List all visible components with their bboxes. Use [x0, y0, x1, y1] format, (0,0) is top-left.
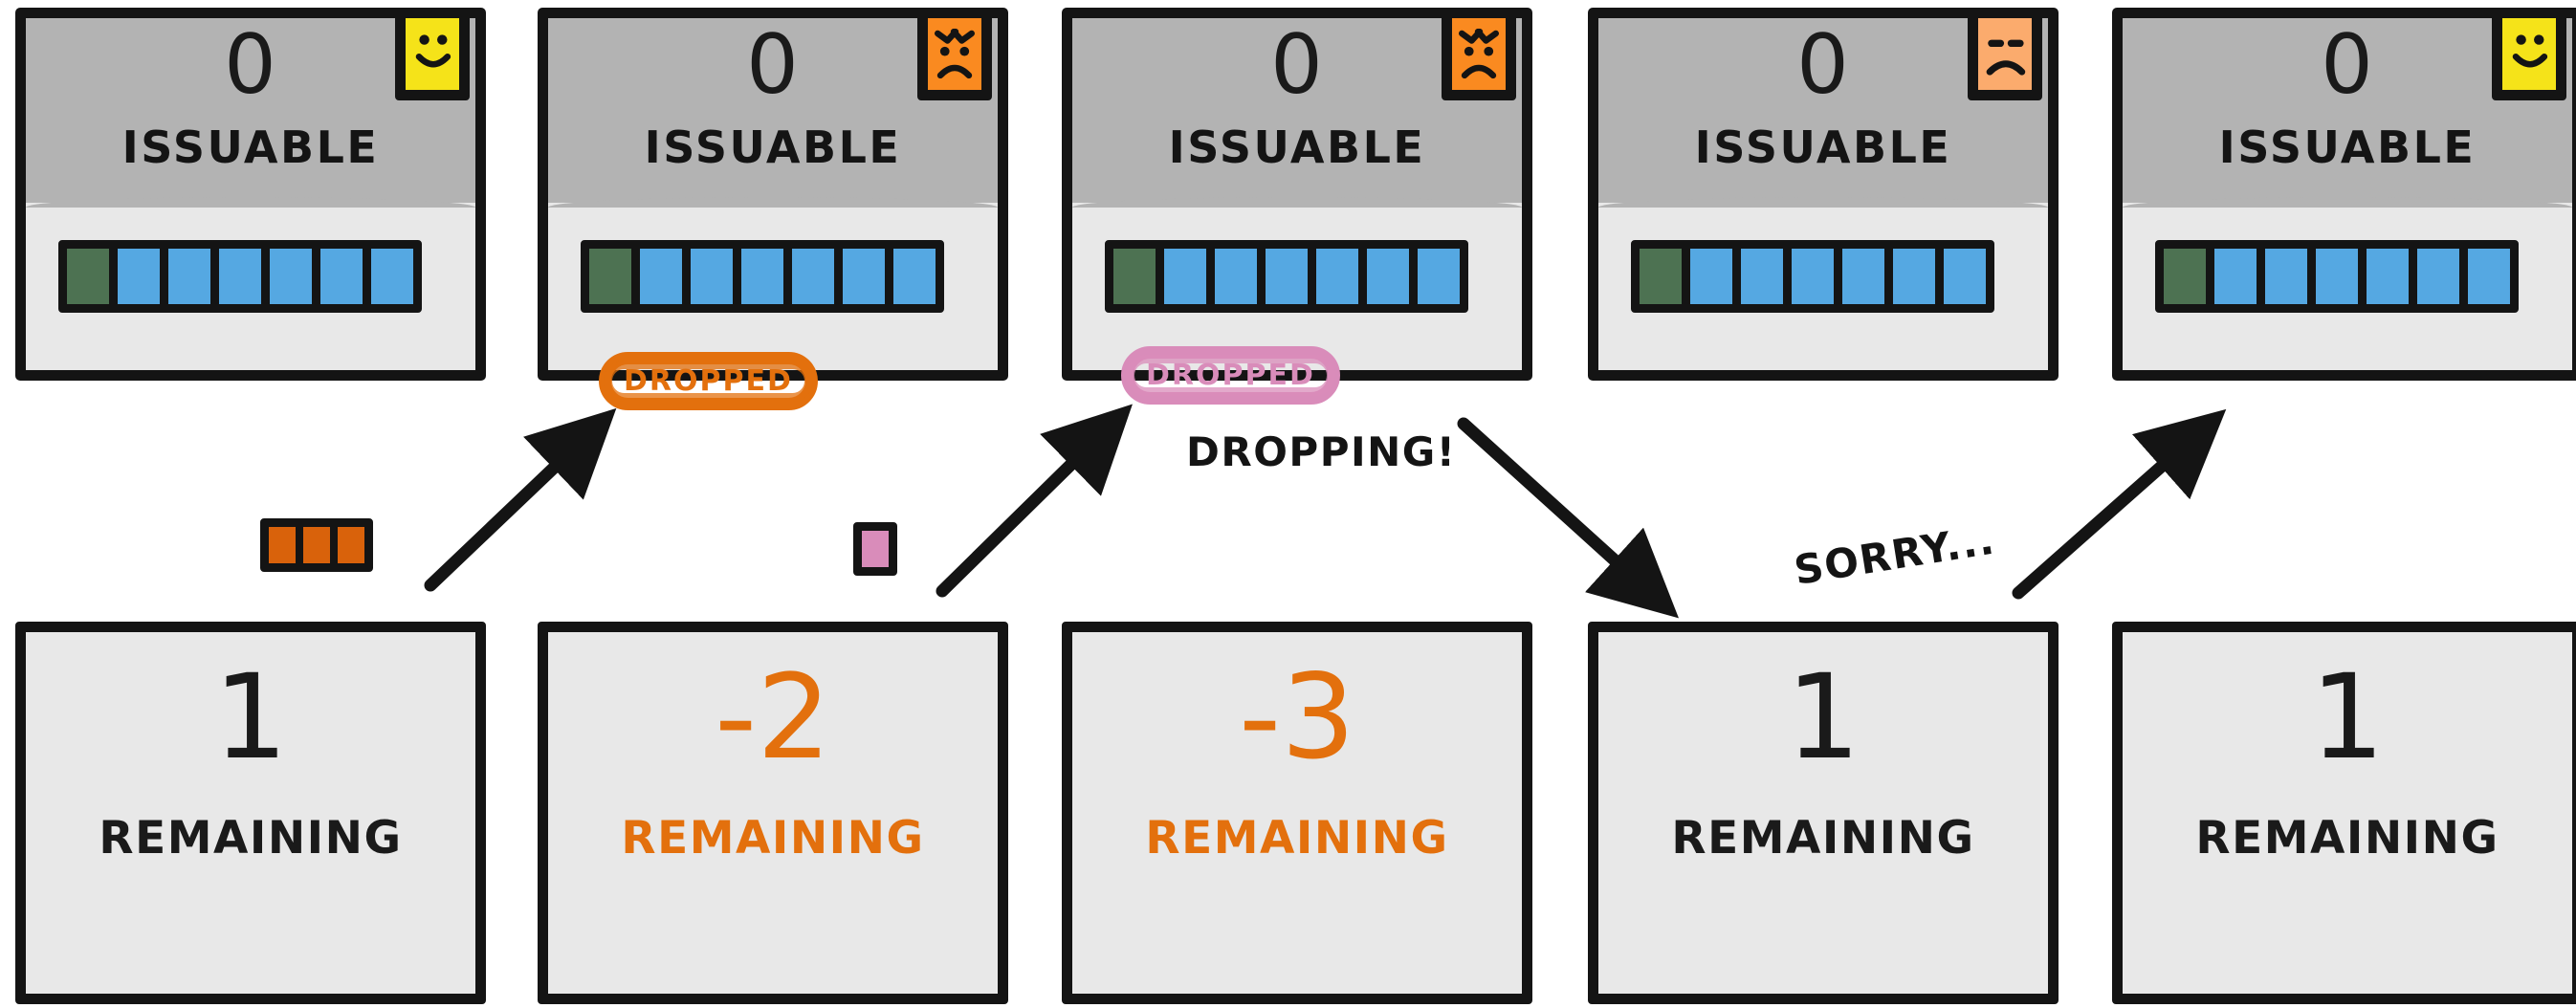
segment-filled [219, 249, 261, 304]
remaining-card-1[interactable]: 1 REMAINING [15, 622, 486, 1004]
segment-empty [67, 249, 109, 304]
segment-empty [589, 249, 631, 304]
badge-outline [599, 352, 818, 410]
smiley-happy-icon [2492, 8, 2566, 100]
segment-filled [2316, 249, 2358, 304]
segment-filled [1944, 249, 1986, 304]
segment-filled [1690, 249, 1732, 304]
arrow-sorry-to-card5 [2012, 408, 2227, 600]
segment-bar [58, 240, 422, 313]
remaining-value: 1 [213, 649, 288, 785]
segment-filled [2214, 249, 2257, 304]
segment-filled [270, 249, 312, 304]
segment-filled [2468, 249, 2510, 304]
segment-filled [320, 249, 363, 304]
segment-filled [1316, 249, 1358, 304]
issuable-card-1[interactable]: 0 ISSUABLE [15, 8, 486, 381]
issuable-count: 0 [2321, 17, 2374, 113]
segment-filled [691, 249, 733, 304]
issuable-label: ISSUABLE [121, 121, 380, 173]
remaining-card-3[interactable]: -3 REMAINING [1062, 622, 1532, 1004]
issuable-label: ISSUABLE [2218, 121, 2477, 173]
segment-empty [1113, 249, 1156, 304]
remaining-card-4[interactable]: 1 REMAINING [1588, 622, 2059, 1004]
remaining-label: REMAINING [2195, 812, 2499, 865]
smiley-happy-icon [395, 8, 470, 100]
segment-filled [1792, 249, 1834, 304]
segment-filled [371, 249, 413, 304]
segment-empty [2164, 249, 2206, 304]
token-cell [338, 527, 364, 563]
issuable-count: 0 [746, 17, 800, 113]
remaining-value: -2 [715, 649, 831, 785]
orange-token[interactable] [260, 518, 373, 572]
remaining-label: REMAINING [621, 812, 925, 865]
issuable-card-5[interactable]: 0 ISSUABLE [2112, 8, 2576, 381]
issuable-card-3[interactable]: 0 ISSUABLE [1062, 8, 1532, 381]
segment-filled [741, 249, 783, 304]
remaining-label: REMAINING [99, 812, 403, 865]
segment-filled [2367, 249, 2409, 304]
segment-empty [1640, 249, 1682, 304]
segment-bar [2155, 240, 2519, 313]
smiley-sad-icon [1968, 8, 2042, 100]
issuable-count: 0 [1270, 17, 1324, 113]
remaining-value: 1 [1786, 649, 1860, 785]
arrow-dropping-to-card4 [1457, 417, 1680, 619]
smiley-angry-icon [917, 8, 992, 100]
segment-bar [1105, 240, 1468, 313]
segment-filled [1418, 249, 1460, 304]
issuable-label: ISSUABLE [1168, 121, 1426, 173]
segment-filled [168, 249, 210, 304]
dropped-badge-pink: DROPPED [1121, 346, 1340, 405]
card-header: 0 ISSUABLE [1598, 17, 2048, 208]
smiley-angry-icon [1442, 8, 1516, 100]
remaining-label: REMAINING [1671, 812, 1975, 865]
sorry-annotation: SORRY... [1791, 515, 1999, 594]
segment-filled [1215, 249, 1257, 304]
token-cell [862, 531, 889, 567]
segment-filled [893, 249, 936, 304]
segment-filled [792, 249, 834, 304]
dropping-annotation: DROPPING! [1186, 428, 1457, 475]
remaining-value: 1 [2310, 649, 2385, 785]
arrow-token2-to-dropped2 [936, 404, 1133, 598]
segment-filled [2265, 249, 2307, 304]
remaining-card-5[interactable]: 1 REMAINING [2112, 622, 2576, 1004]
segment-filled [2417, 249, 2459, 304]
segment-filled [1741, 249, 1783, 304]
segment-filled [640, 249, 682, 304]
segment-filled [1893, 249, 1935, 304]
token-cell [269, 527, 296, 563]
pink-token[interactable] [853, 522, 897, 576]
issuable-count: 0 [1796, 17, 1850, 113]
dropped-badge-orange: DROPPED [599, 352, 818, 410]
segment-bar [1631, 240, 1994, 313]
segment-filled [1367, 249, 1409, 304]
remaining-card-2[interactable]: -2 REMAINING [538, 622, 1008, 1004]
issuable-card-2[interactable]: 0 ISSUABLE [538, 8, 1008, 381]
dropped-badge-label: DROPPED [624, 364, 793, 398]
issuable-label: ISSUABLE [644, 121, 902, 173]
segment-filled [118, 249, 160, 304]
segment-filled [1266, 249, 1308, 304]
remaining-label: REMAINING [1145, 812, 1449, 865]
issuable-count: 0 [224, 17, 277, 113]
remaining-value: -3 [1239, 649, 1355, 785]
dropped-badge-label: DROPPED [1146, 359, 1315, 392]
issuable-card-4[interactable]: 0 ISSUABLE [1588, 8, 2059, 381]
segment-filled [843, 249, 885, 304]
segment-filled [1842, 249, 1884, 304]
issuable-label: ISSUABLE [1694, 121, 1952, 173]
arrow-token1-to-dropped1 [424, 407, 617, 592]
segment-filled [1164, 249, 1206, 304]
segment-bar [581, 240, 944, 313]
token-cell [303, 527, 330, 563]
